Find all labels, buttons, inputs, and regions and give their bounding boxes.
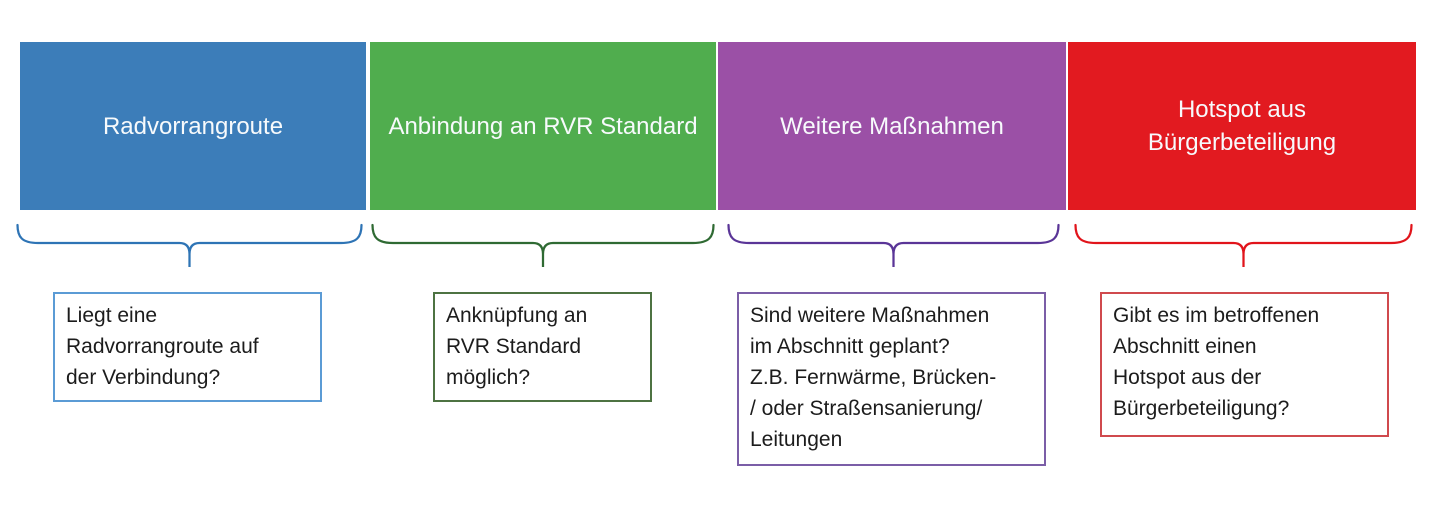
category-box-label: Weitere Maßnahmen: [780, 112, 1004, 140]
brace-path: [727, 223, 1060, 267]
category-box-weitere-massnahmen: Weitere Maßnahmen: [718, 42, 1066, 210]
brace-path: [1074, 223, 1413, 267]
brace-connector: [1074, 223, 1413, 267]
brace-path: [16, 223, 363, 267]
brace-connector: [371, 223, 715, 267]
brace-path: [371, 223, 715, 267]
category-box-label: Anbindung an RVR Standard: [388, 112, 698, 140]
brace-connector: [727, 223, 1060, 267]
category-box-label: Radvorrangroute: [102, 112, 284, 140]
category-box-anbindung-rvr: Anbindung an RVR Standard: [370, 42, 716, 210]
brace-connector: [16, 223, 363, 267]
category-box-radvorrangroute: Radvorrangroute: [20, 42, 366, 210]
